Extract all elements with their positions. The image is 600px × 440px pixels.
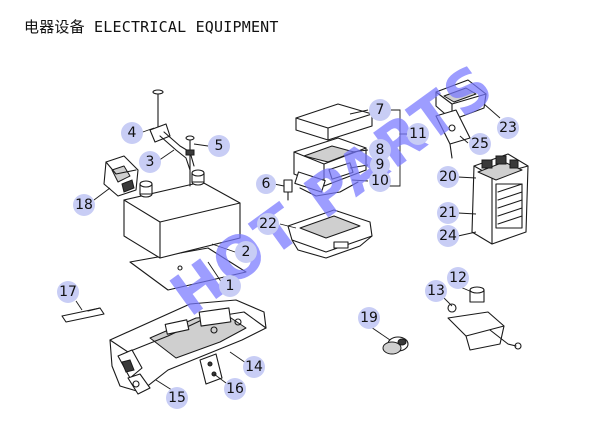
callout-label: 21 [439,205,457,221]
callout-7: 7 [369,99,391,121]
callout-label: 24 [439,228,457,244]
callout-5: 5 [208,135,230,157]
callout-label: 11 [409,126,427,142]
callout-label: 9 [376,157,385,173]
callout-label: 19 [360,310,378,326]
callout-6: 6 [256,174,276,194]
callout-15: 15 [166,387,188,409]
callout-10: 10 [369,170,391,192]
callout-13: 13 [425,280,447,302]
callout-label: 23 [499,120,517,136]
callout-label: 20 [439,169,457,185]
callout-2: 2 [235,241,257,263]
callout-label: 22 [259,216,277,232]
callout-label: 5 [215,138,224,154]
callout-label: 17 [59,284,77,300]
terminal-strip [61,307,105,323]
page-title: 电器设备 ELECTRICAL EQUIPMENT [24,18,279,36]
callout-1: 1 [219,275,241,297]
callout-label: 12 [449,270,467,286]
callout-label: 25 [471,136,489,152]
mount-bracket [199,353,223,385]
battery [123,169,241,259]
callout-3: 3 [139,151,161,173]
callout-20: 20 [437,166,459,188]
callout-11: 11 [407,123,429,145]
callout-19: 19 [358,307,380,329]
callout-label: 1 [226,278,235,294]
callout-label: 6 [262,176,271,192]
callout-label: 13 [427,283,445,299]
callout-18: 18 [73,194,95,216]
callout-17: 17 [57,281,79,303]
callout-21: 21 [437,202,459,224]
terminal-cover [103,155,139,197]
callout-label: 8 [376,142,385,158]
callout-label: 10 [371,173,389,189]
callout-label: 2 [242,244,251,260]
callout-16: 16 [224,378,246,400]
callout-24: 24 [437,225,459,247]
callout-label: 16 [226,381,244,397]
battery-hold-down [149,89,195,187]
fuse-box [293,137,367,197]
callout-label: 4 [128,125,137,141]
relay-block [471,153,529,245]
callout-label: 3 [146,154,155,170]
callout-8: 8 [369,139,391,161]
callout-label: 14 [245,359,263,375]
callout-22: 22 [257,213,279,235]
relay [435,79,487,121]
callout-12: 12 [447,267,469,289]
callout-25: 25 [469,133,491,155]
callout-9: 9 [370,155,390,175]
callout-4: 4 [121,122,143,144]
switch-knob [382,336,409,355]
battery-tray [109,299,267,395]
callout-14: 14 [243,356,265,378]
callout-label: 18 [75,197,93,213]
fuse-box-bracket [287,209,373,259]
relay-bracket [435,109,471,159]
callout-label: 7 [376,102,385,118]
callout-label: 15 [168,390,186,406]
callout-23: 23 [497,117,519,139]
fuse-holder [447,286,522,351]
